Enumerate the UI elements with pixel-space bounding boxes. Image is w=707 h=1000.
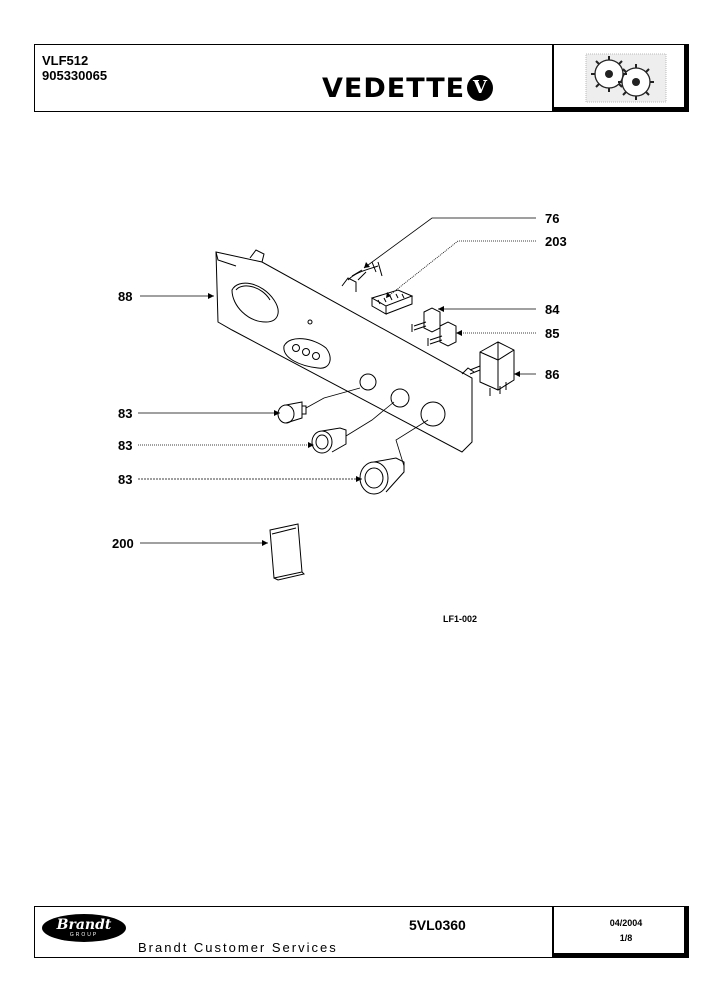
- callout-85: 85: [545, 326, 560, 341]
- document-date: 04/2004: [609, 918, 643, 928]
- knob-part-3: [359, 461, 389, 495]
- gears-icon: [585, 53, 667, 103]
- knob-hole-1: [359, 373, 377, 391]
- knob-hole-3: [420, 401, 446, 427]
- manual-booklet-part: [269, 523, 303, 579]
- footer-date-box: [552, 906, 689, 958]
- brand-badge-icon: V: [467, 75, 493, 101]
- callout-76: 76: [545, 211, 560, 226]
- timer-part: [479, 341, 515, 391]
- indicator-recess: [283, 338, 331, 369]
- document-code: 5VL0360: [409, 917, 466, 933]
- switch-part-84: [423, 307, 441, 333]
- callout-84: 84: [545, 302, 560, 317]
- knob-hole-2: [390, 388, 410, 408]
- callout-203: 203: [545, 234, 567, 249]
- callout-86: 86: [545, 367, 560, 382]
- switch-part-85: [439, 321, 457, 347]
- drawing-reference: LF1-002: [443, 614, 478, 624]
- knob-part-1: [277, 404, 295, 424]
- model-info: VLF512 905330065: [42, 53, 107, 83]
- terminal-block-part: [370, 289, 414, 307]
- brand-logo-text: VEDETTE: [322, 73, 466, 104]
- brandt-logo: Brandt GROUP: [42, 914, 126, 942]
- gears-logo-box: [552, 44, 689, 112]
- model-number: VLF512: [42, 53, 89, 68]
- callout-88: 88: [118, 289, 133, 304]
- page-number: 1/8: [619, 933, 633, 943]
- part-number: 905330065: [42, 68, 108, 83]
- display-window: [231, 282, 279, 323]
- callout-200: 200: [112, 536, 134, 551]
- knob-part-2: [311, 430, 333, 454]
- brandt-logo-name: Brandt: [56, 917, 112, 933]
- callout-83-small-knob: 83: [118, 406, 133, 421]
- wire-part: [347, 265, 379, 281]
- callout-83-large-knob: 83: [118, 472, 133, 487]
- customer-services-label: Brandt Customer Services: [138, 940, 338, 955]
- callout-83-medium-knob: 83: [118, 438, 133, 453]
- control-panel-part: [215, 251, 473, 453]
- brandt-logo-group: GROUP: [69, 932, 99, 938]
